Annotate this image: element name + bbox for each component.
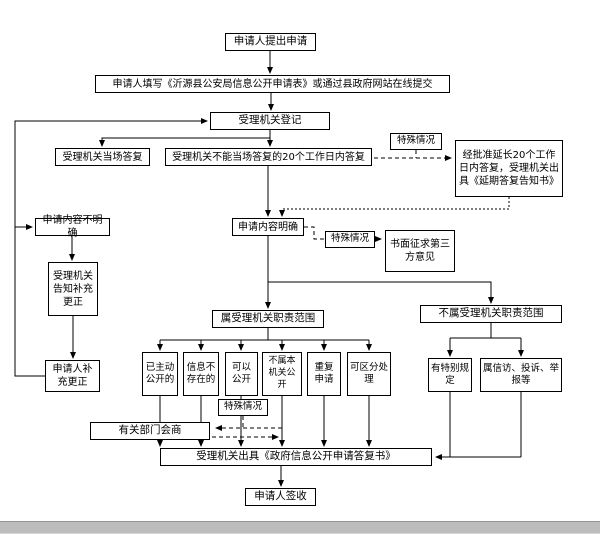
node-special-provision: 有特别规定 (428, 358, 472, 392)
edge-right-column-to-replydoc (435, 392, 522, 460)
edge-special3-to-consult (215, 416, 282, 431)
edge-outscope-distribution (447, 323, 524, 357)
node-notify-correct: 受理机关告知补充更正 (48, 262, 98, 316)
node-not-this-org: 不属本机关公开 (262, 352, 302, 396)
node-can-open: 可以公开 (225, 352, 258, 396)
node-register: 受理机关登记 (210, 112, 330, 130)
node-special-case-3: 特殊情况 (218, 399, 268, 416)
edge-register-to-onspot (99, 130, 271, 147)
bottom-scrollbar[interactable] (0, 521, 600, 534)
node-unclear: 申请内容不明确 (35, 215, 110, 239)
node-fill-form: 申请人填写《沂源县公安局信息公开申请表》或通过县政府网站在线提交 (95, 75, 450, 93)
node-sign: 申请人签收 (245, 488, 316, 506)
node-not-exist: 信息不存在的 (183, 352, 219, 396)
node-submit: 申请人提出申请 (225, 33, 316, 51)
edge-special1-to-extension (374, 150, 452, 161)
node-in-scope: 属受理机关职责范围 (212, 310, 324, 328)
node-applicant-correct: 申请人补充更正 (45, 360, 100, 392)
node-reply-doc: 受理机关出具《政府信息公开申请答复书》 (160, 448, 432, 466)
node-proactive-open: 已主动公开的 (142, 352, 178, 396)
node-special-case-2: 特殊情况 (325, 231, 375, 248)
node-out-scope: 不属受理机关职责范围 (420, 305, 562, 323)
node-consult: 有关部门会商 (90, 422, 210, 440)
node-separable: 可区分处理 (347, 352, 391, 396)
edge-extension-return (279, 197, 510, 217)
node-onspot-reply: 受理机关当场答复 (55, 148, 150, 166)
node-repeat-apply: 重复申请 (307, 352, 341, 396)
node-clear: 申请内容明确 (232, 218, 304, 236)
node-third-party: 书面征求第三方意见 (385, 230, 455, 272)
node-reply-20days: 受理机关不能当场答复的20个工作日内答复 (165, 148, 372, 166)
edge-inscope-distribution (157, 328, 372, 351)
edge-clear-to-outscope (268, 281, 494, 304)
node-special-case-1: 特殊情况 (390, 133, 442, 150)
node-petition: 属信访、投诉、举报等 (480, 358, 562, 392)
node-extension: 经批准延长20个工作日内答复，受理机关出具《延期答复告知书》 (455, 140, 563, 197)
